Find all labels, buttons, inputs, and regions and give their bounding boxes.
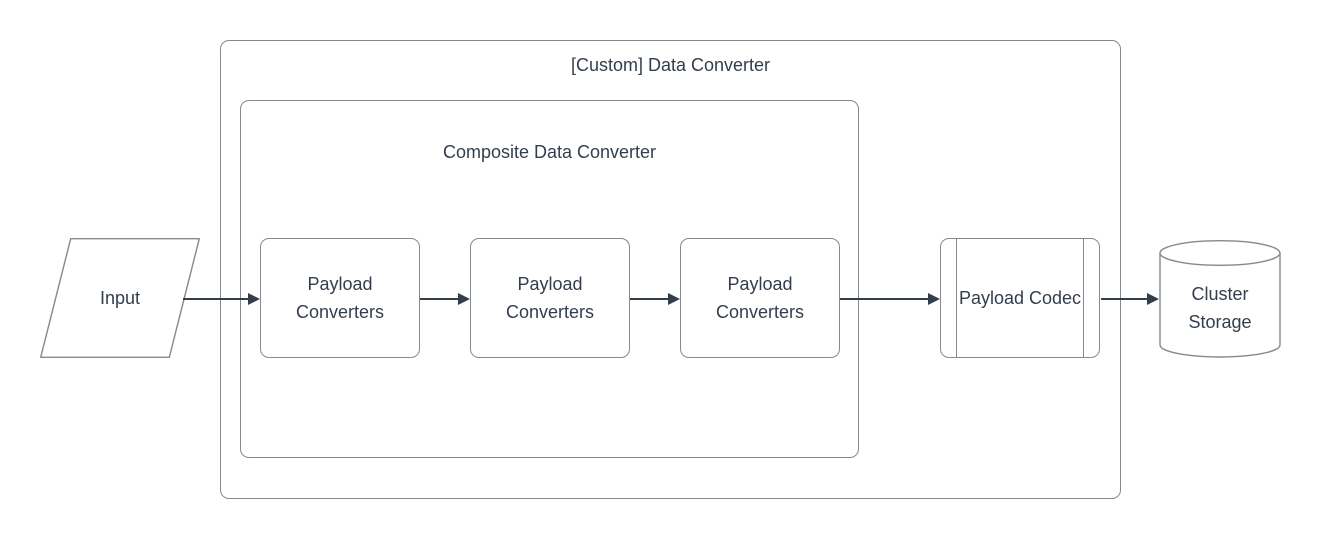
arrow-codec-to-storage (1101, 293, 1159, 305)
custom-data-converter-title: [Custom] Data Converter (570, 55, 771, 75)
cluster-storage-node: Cluster Storage (1159, 240, 1281, 360)
input-parallelogram-shape (40, 238, 200, 358)
payload-converters-2-node: Payload Converters (470, 238, 630, 358)
arrow-converters1-to-converters2 (420, 293, 470, 305)
arrow-shaft (183, 298, 250, 300)
arrowhead-icon (248, 293, 260, 305)
arrowhead-icon (458, 293, 470, 305)
custom-data-converter-container: [Custom] Data Converter (220, 40, 1121, 499)
payload-converters-3-label: Payload Converters (715, 274, 805, 322)
composite-data-converter-container: Composite Data Converter (240, 100, 859, 458)
input-node: Input (40, 238, 200, 358)
payload-codec-label: Payload Codec (958, 288, 1082, 308)
subroutine-right-line (1083, 239, 1084, 357)
input-label: Input (99, 288, 141, 308)
payload-converters-1-node: Payload Converters (260, 238, 420, 358)
payload-converters-1-label: Payload Converters (295, 274, 385, 322)
arrow-converters3-to-codec (840, 293, 940, 305)
arrow-converters2-to-converters3 (630, 293, 680, 305)
payload-converters-2-label: Payload Converters (505, 274, 595, 322)
arrow-shaft (1101, 298, 1149, 300)
composite-data-converter-title: Composite Data Converter (442, 142, 657, 162)
arrowhead-icon (928, 293, 940, 305)
arrowhead-icon (1147, 293, 1159, 305)
arrow-shaft (840, 298, 930, 300)
cylinder-shape (1159, 240, 1281, 358)
arrow-shaft (420, 298, 460, 300)
arrow-input-to-converters1 (183, 293, 260, 305)
arrowhead-icon (668, 293, 680, 305)
subroutine-left-line (956, 239, 957, 357)
payload-converters-3-node: Payload Converters (680, 238, 840, 358)
payload-codec-node: Payload Codec (940, 238, 1100, 358)
arrow-shaft (630, 298, 670, 300)
cluster-storage-label: Cluster Storage (1188, 284, 1252, 332)
